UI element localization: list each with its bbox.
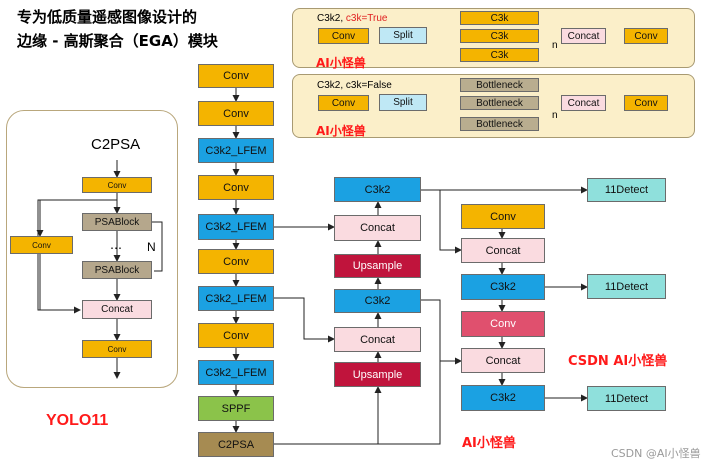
c2psa-psablock-2: PSABlock (82, 261, 152, 279)
c3k-true-caption: C3k2, c3k=True (317, 13, 388, 24)
neck1-upsample-top: Upsample (334, 254, 421, 278)
neck1-concat-bottom: Concat (334, 327, 421, 352)
backbone-layer-7: Conv (198, 323, 274, 348)
backbone-layer-10: C2PSA (198, 432, 274, 457)
c3k-true-branch-3: C3k (460, 48, 539, 62)
c3k-false-split: Split (379, 94, 427, 111)
neck1-c3k2-top: C3k2 (334, 177, 421, 202)
neck2-concat-top: Concat (461, 238, 545, 263)
c2psa-concat: Concat (82, 300, 152, 319)
c3k-false-conv-out: Conv (624, 95, 668, 111)
detect-head-2: 11Detect (587, 274, 666, 299)
c3k-false-conv-in: Conv (318, 95, 369, 111)
neck2-c3k2-bottom: C3k2 (461, 385, 545, 411)
c3k-true-branch-1: C3k (460, 11, 539, 25)
yolo11-label: YOLO11 (46, 412, 109, 429)
watermark-panel2: AI小怪兽 (316, 124, 366, 138)
c3k-true-conv-out: Conv (624, 28, 668, 44)
c2psa-panel (6, 110, 178, 388)
watermark-csdn-mid: CSDN AI小怪兽 (568, 354, 668, 369)
watermark-bottom: AI小怪兽 (462, 436, 516, 451)
watermark-panel1: AI小怪兽 (316, 56, 366, 70)
detect-head-1: 11Detect (587, 178, 666, 202)
backbone-layer-2: C3k2_LFEM (198, 138, 274, 163)
c2psa-conv-side: Conv (10, 236, 73, 254)
c3k-false-branch-3: Bottleneck (460, 117, 539, 131)
neck1-concat-top: Concat (334, 215, 421, 241)
page-title-line1: 专为低质量遥感图像设计的 (17, 8, 198, 26)
neck2-conv-bottom: Conv (461, 311, 545, 337)
c3k-false-concat: Concat (561, 95, 606, 111)
backbone-layer-1: Conv (198, 101, 274, 126)
c3k-false-n-label: n (552, 110, 558, 121)
c3k-true-conv-in: Conv (318, 28, 369, 44)
c2psa-conv-top: Conv (82, 177, 152, 193)
backbone-layer-0: Conv (198, 64, 274, 88)
neck2-c3k2-mid: C3k2 (461, 274, 545, 300)
c3k-true-caption-flag: c3k=True (345, 13, 388, 24)
c2psa-panel-title: C2PSA (91, 136, 141, 153)
backbone-layer-8: C3k2_LFEM (198, 360, 274, 385)
neck1-upsample-bottom: Upsample (334, 362, 421, 387)
c2psa-n-label: N (147, 240, 156, 254)
c3k-true-caption-prefix: C3k2, (317, 13, 346, 24)
backbone-layer-4: C3k2_LFEM (198, 214, 274, 240)
detect-head-3: 11Detect (587, 386, 666, 411)
backbone-layer-6: C3k2_LFEM (198, 286, 274, 311)
c2psa-dots: … (110, 238, 122, 252)
backbone-layer-9: SPPF (198, 396, 274, 421)
c3k-true-branch-2: C3k (460, 29, 539, 43)
c3k-false-branch-1: Bottleneck (460, 78, 539, 92)
c3k-true-concat: Concat (561, 28, 606, 44)
backbone-layer-5: Conv (198, 249, 274, 274)
c3k-true-n-label: n (552, 40, 558, 51)
neck1-c3k2-mid: C3k2 (334, 289, 421, 313)
page-title-line2: 边缘 - 高斯聚合（EGA）模块 (17, 32, 218, 50)
backbone-layer-3: Conv (198, 175, 274, 200)
neck2-concat-bottom: Concat (461, 348, 545, 373)
c2psa-conv-bottom: Conv (82, 340, 152, 358)
watermark-corner: CSDN @AI小怪兽 (611, 447, 701, 460)
c2psa-psablock-1: PSABlock (82, 213, 152, 231)
c3k-true-split: Split (379, 27, 427, 44)
neck2-conv-top: Conv (461, 204, 545, 229)
c3k-false-branch-2: Bottleneck (460, 96, 539, 110)
c3k-false-caption: C3k2, c3k=False (317, 80, 392, 91)
